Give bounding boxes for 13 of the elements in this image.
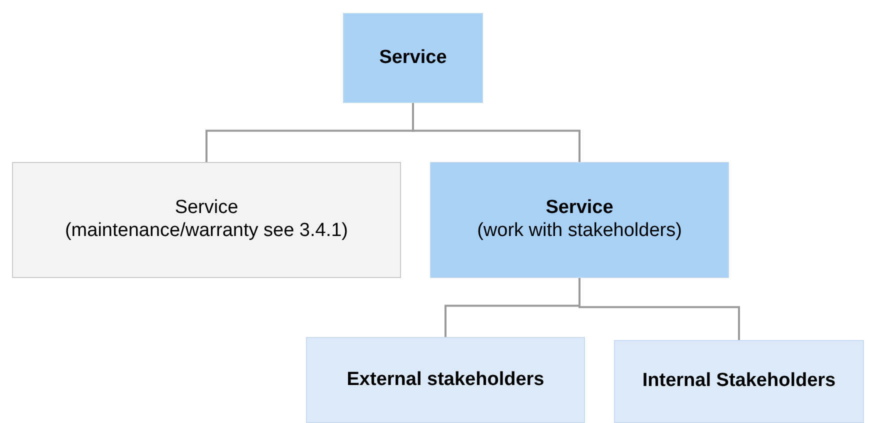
box-title: Internal Stakeholders: [642, 370, 836, 393]
box-title: Service: [174, 197, 238, 220]
box-subtitle: (work with stakeholders): [477, 220, 682, 243]
box-title: External stakeholders: [346, 368, 544, 392]
org-box: [343, 13, 483, 103]
box-title: Service: [379, 46, 447, 70]
org-box: [430, 162, 729, 278]
org-box: [12, 162, 401, 278]
org-box: [614, 340, 864, 423]
org-box: [306, 337, 585, 423]
box-title: Service: [546, 197, 614, 220]
box-subtitle: (maintenance/warranty see 3.4.1): [64, 220, 348, 243]
connector-line: [578, 278, 740, 340]
